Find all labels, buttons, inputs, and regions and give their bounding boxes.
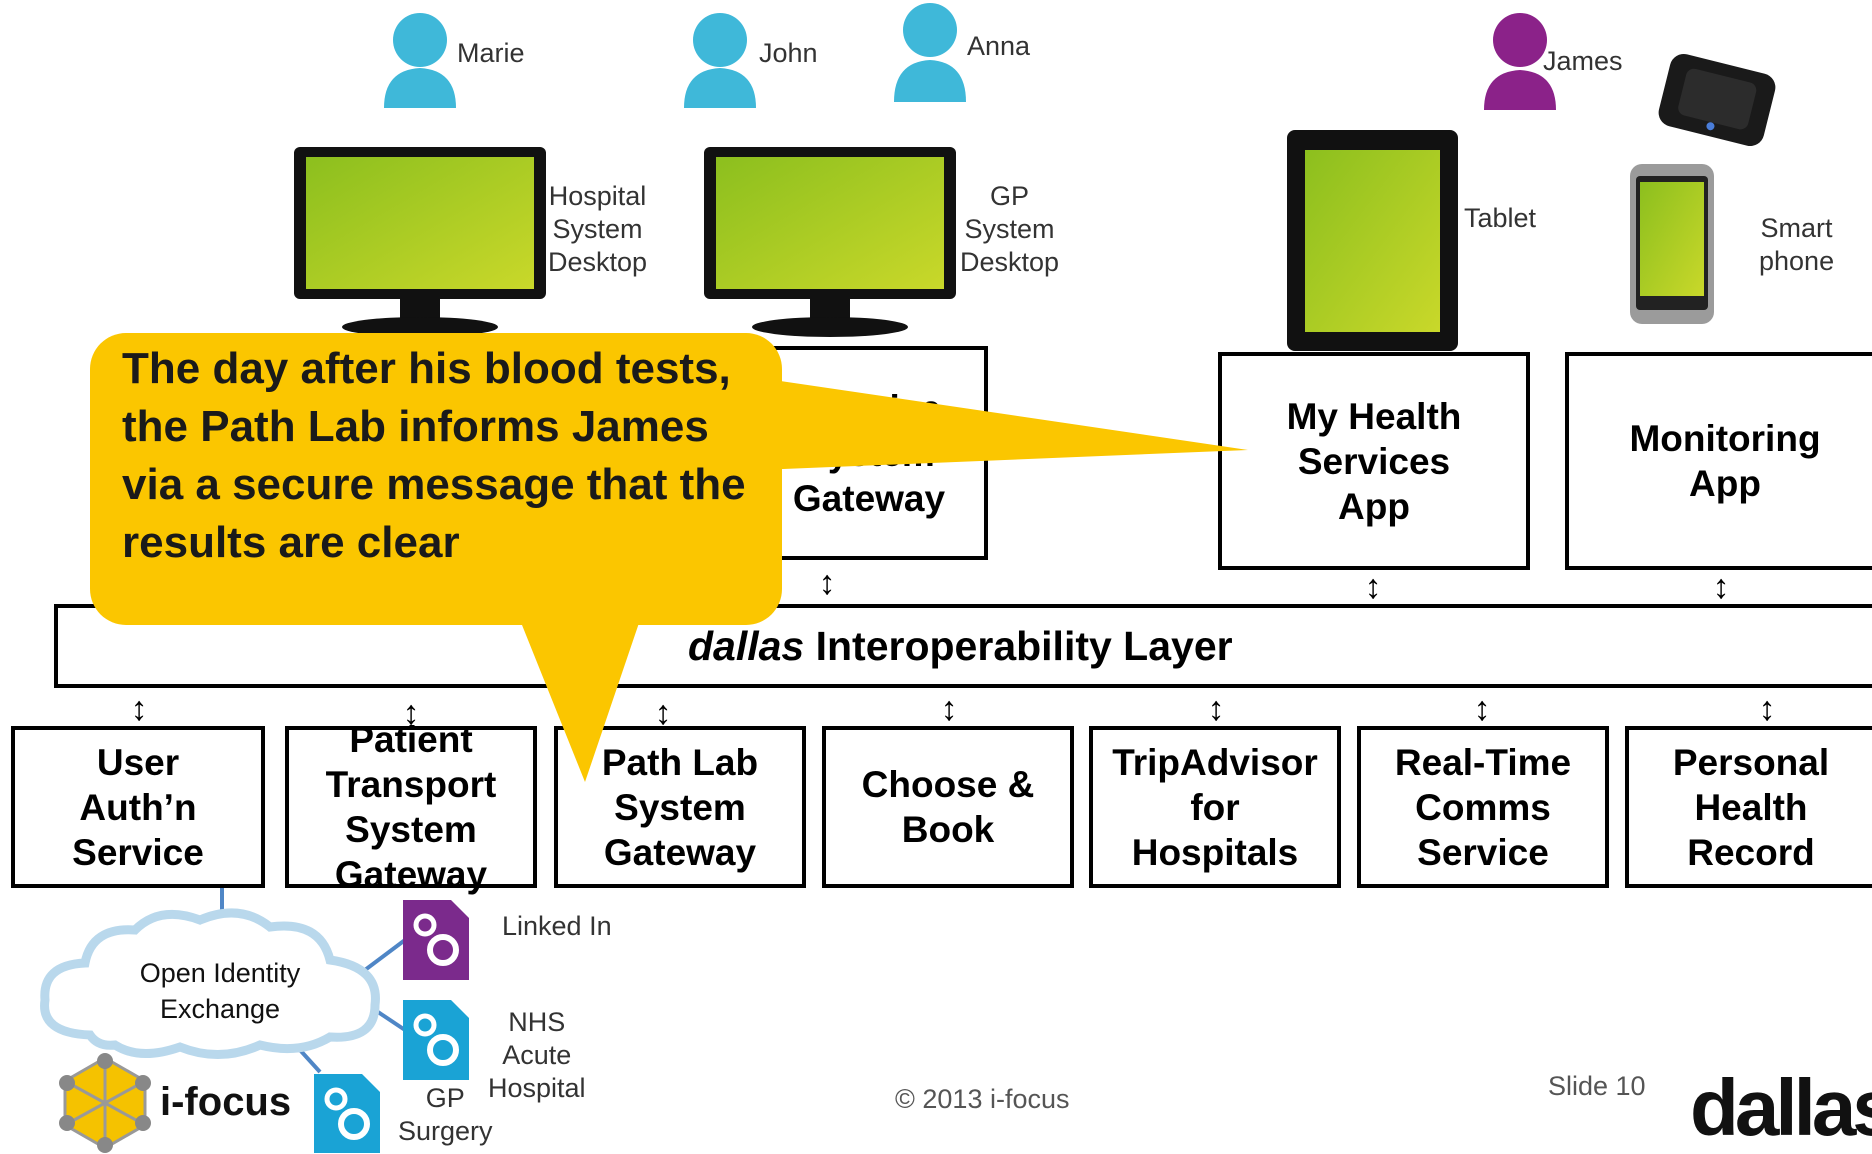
person-icon-anna: [894, 3, 966, 102]
label-linkedin: Linked In: [502, 911, 612, 941]
person-name-marie: Marie: [457, 38, 525, 68]
dallas-logo: dallas: [1690, 1063, 1872, 1152]
label-gp-surgery: GP Surgery: [398, 1083, 493, 1146]
copyright: © 2013 i-focus: [895, 1084, 1070, 1114]
label-nhs-hospital: NHS Acute Hospital: [488, 1007, 586, 1103]
arrow-monitoring-layer: ↕: [1712, 568, 1730, 606]
label-gp-desktop: GP System Desktop: [960, 181, 1060, 277]
tablet-icon: [1287, 130, 1458, 351]
arrow-layer-service-6: ↕: [1473, 690, 1491, 728]
person-name-james: James: [1543, 46, 1623, 76]
smartphone-icon: [1630, 164, 1714, 324]
person-name-john: John: [759, 38, 818, 68]
i-focus-logo-icon: [59, 1053, 151, 1153]
nhs-app-icon: [403, 1000, 469, 1080]
arrow-layer-service-2: ↕: [402, 694, 420, 732]
service-choose-book: Choose & Book: [822, 726, 1074, 888]
callout-text: The day after his blood tests, the Path …: [122, 344, 746, 567]
monitoring-app-box: Monitoring App: [1565, 352, 1872, 570]
arrow-layer-service-7: ↕: [1758, 690, 1776, 728]
arrow-myhealth-layer: ↕: [1364, 568, 1382, 606]
service-path-lab: Path Lab System Gateway: [554, 726, 806, 888]
service-realtime-comms: Real-Time Comms Service: [1357, 726, 1609, 888]
gp-app-icon: [314, 1074, 380, 1153]
cloud-icon: [40, 908, 380, 1059]
label-smartphone: Smart phone: [1759, 213, 1835, 276]
arrow-layer-service-5: ↕: [1207, 690, 1225, 728]
arrow-layer-service-4: ↕: [940, 690, 958, 728]
layer-dallas-word: dallas: [688, 623, 805, 669]
label-hospital-desktop: Hospital System Desktop: [548, 181, 648, 277]
service-tripadvisor: TripAdvisor for Hospitals: [1089, 726, 1341, 888]
router-icon: [1658, 54, 1776, 146]
arrow-gateway-layer: ↕: [818, 564, 836, 602]
person-name-anna: Anna: [967, 31, 1031, 61]
arrow-layer-service-3: ↕: [654, 694, 672, 732]
layer-title: Interoperability Layer: [804, 623, 1233, 669]
linkedin-app-icon: [403, 900, 469, 980]
person-icon-john: [684, 13, 756, 108]
person-icon-marie: [384, 13, 456, 108]
label-tablet: Tablet: [1464, 203, 1537, 233]
i-focus-brand: i-focus: [160, 1080, 292, 1124]
cloud-label: Open Identity Exchange: [139, 958, 301, 1024]
service-personal-health-record: Personal Health Record: [1625, 726, 1872, 888]
monitor-icon-gp: [704, 147, 956, 337]
service-user-auth: User Auth’n Service: [11, 726, 265, 888]
person-icon-james: [1484, 13, 1556, 110]
slide-number: Slide 10: [1548, 1071, 1646, 1101]
monitor-icon-hospital: [294, 147, 546, 337]
arrow-layer-service-1: ↕: [130, 690, 148, 728]
my-health-services-app-box: My Health Services App: [1218, 352, 1530, 570]
